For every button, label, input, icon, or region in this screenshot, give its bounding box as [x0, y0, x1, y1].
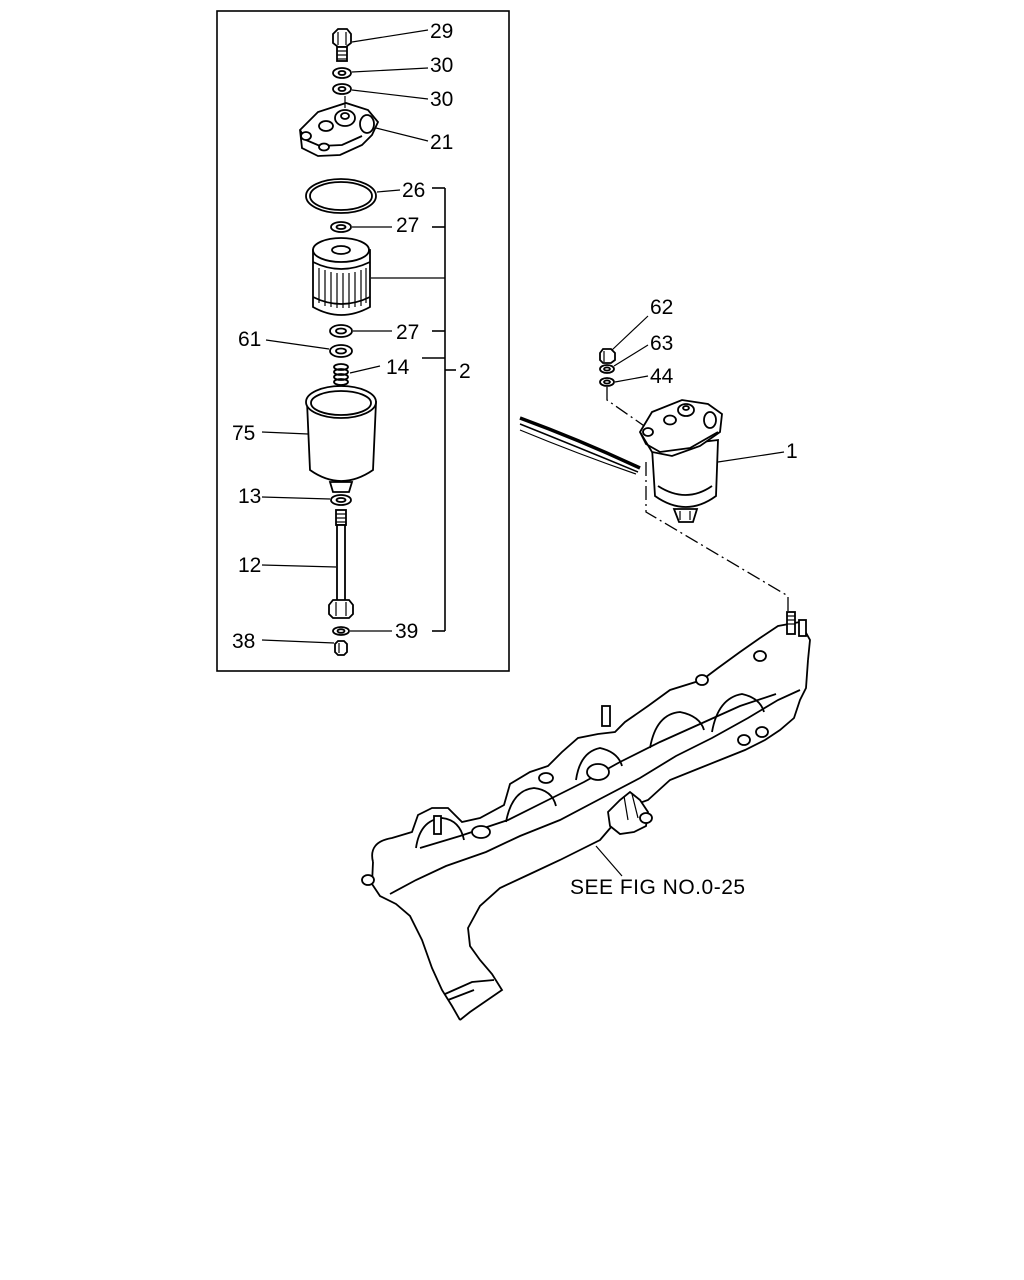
part-14-spring: [333, 363, 349, 386]
callout-27-lower: 27: [396, 321, 419, 344]
callout-75: 75: [232, 422, 255, 445]
callout-39: 39: [395, 620, 418, 643]
detail-inset-frame: [216, 10, 510, 672]
part-30-washer-upper: [332, 67, 352, 79]
part-39-washer: [332, 626, 350, 636]
part-29-bolt: [332, 28, 352, 62]
filter-element: [312, 237, 371, 316]
part-12-center-bolt: [328, 509, 354, 619]
callout-26: 26: [402, 179, 425, 202]
callout-21: 21: [430, 131, 453, 154]
part-27-gasket-lower: [329, 324, 353, 338]
callout-30-lower: 30: [430, 88, 453, 111]
callout-61: 61: [238, 328, 261, 351]
part-38-plug: [334, 640, 348, 656]
kit-2-bracket: [422, 187, 456, 632]
inset-leader-curve: [519, 416, 641, 470]
callout-2: 2: [459, 360, 471, 383]
callout-38: 38: [232, 630, 255, 653]
callout-14: 14: [386, 356, 410, 379]
callout-62: 62: [650, 296, 673, 319]
part-63-lock-washer: [599, 364, 615, 374]
callout-29: 29: [430, 20, 453, 43]
part-1-fuel-filter-assembly: [638, 399, 723, 523]
callout-44: 44: [650, 365, 674, 388]
part-30-washer-lower: [332, 83, 352, 95]
callout-30-upper: 30: [430, 54, 453, 77]
part-21-filter-head: [299, 96, 380, 157]
part-62-nut: [599, 348, 616, 364]
part-44-washer: [599, 377, 615, 387]
part-26-o-ring: [305, 178, 377, 214]
callout-63: 63: [650, 332, 673, 355]
intake-manifold: [361, 611, 811, 1021]
part-13-washer: [330, 494, 352, 506]
callout-13: 13: [238, 485, 261, 508]
part-27-gasket-upper: [330, 221, 352, 233]
part-61-washer: [329, 344, 353, 358]
see-figure-reference: SEE FIG NO.0-25: [570, 876, 746, 899]
callout-12: 12: [238, 554, 261, 577]
callout-1: 1: [786, 440, 798, 463]
part-75-filter-bowl: [305, 385, 377, 493]
callout-27-upper: 27: [396, 214, 419, 237]
